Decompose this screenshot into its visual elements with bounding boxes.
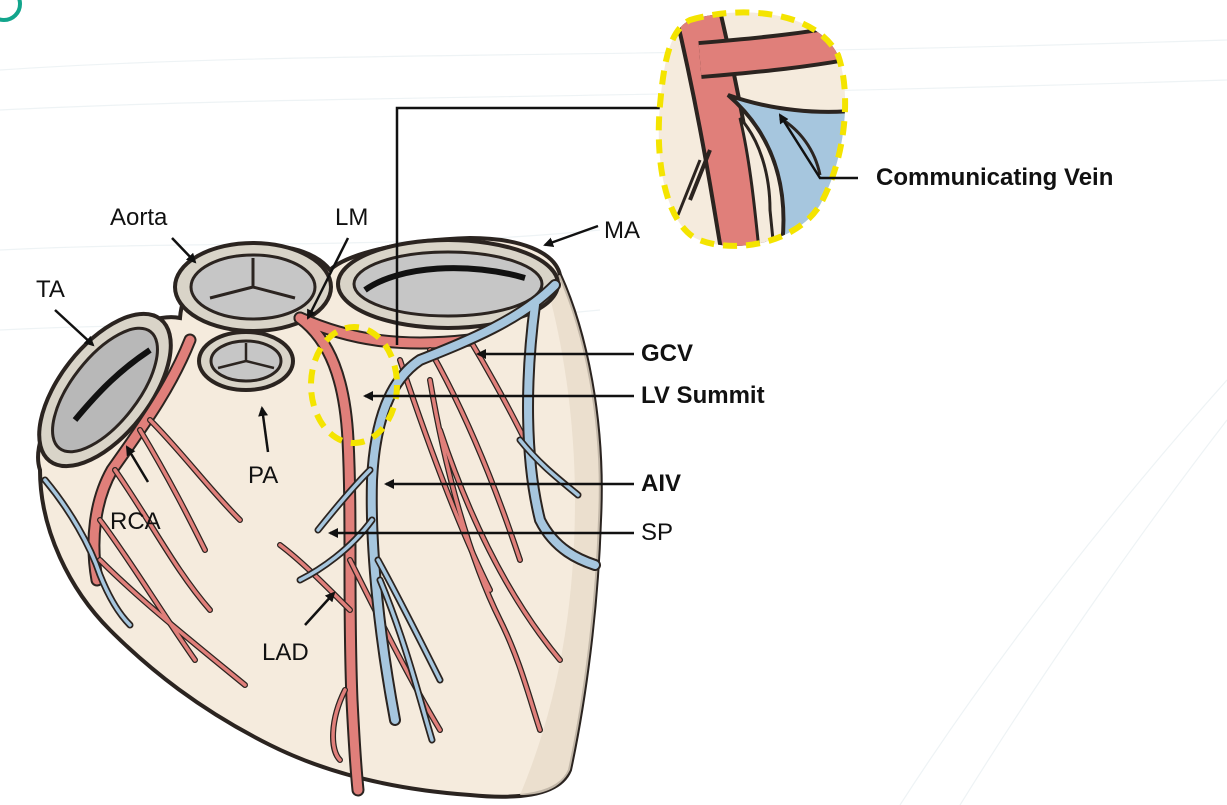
label-pa: PA	[248, 464, 278, 488]
label-gcv: GCV	[641, 342, 693, 366]
label-lv-summit: LV Summit	[641, 384, 765, 408]
label-aiv: AIV	[641, 472, 681, 496]
label-lad: LAD	[262, 641, 309, 665]
label-ma: MA	[604, 219, 640, 243]
label-communicating-vein: Communicating Vein	[876, 166, 1113, 190]
label-ta: TA	[36, 278, 65, 302]
inset-magnified-view	[650, 0, 860, 260]
arrow-ma	[545, 226, 598, 245]
label-rca: RCA	[110, 510, 161, 534]
label-lm: LM	[335, 206, 368, 230]
valve-pa	[199, 332, 293, 390]
arrow-aorta	[172, 238, 195, 262]
label-sp: SP	[641, 521, 673, 545]
label-aorta: Aorta	[110, 206, 167, 230]
